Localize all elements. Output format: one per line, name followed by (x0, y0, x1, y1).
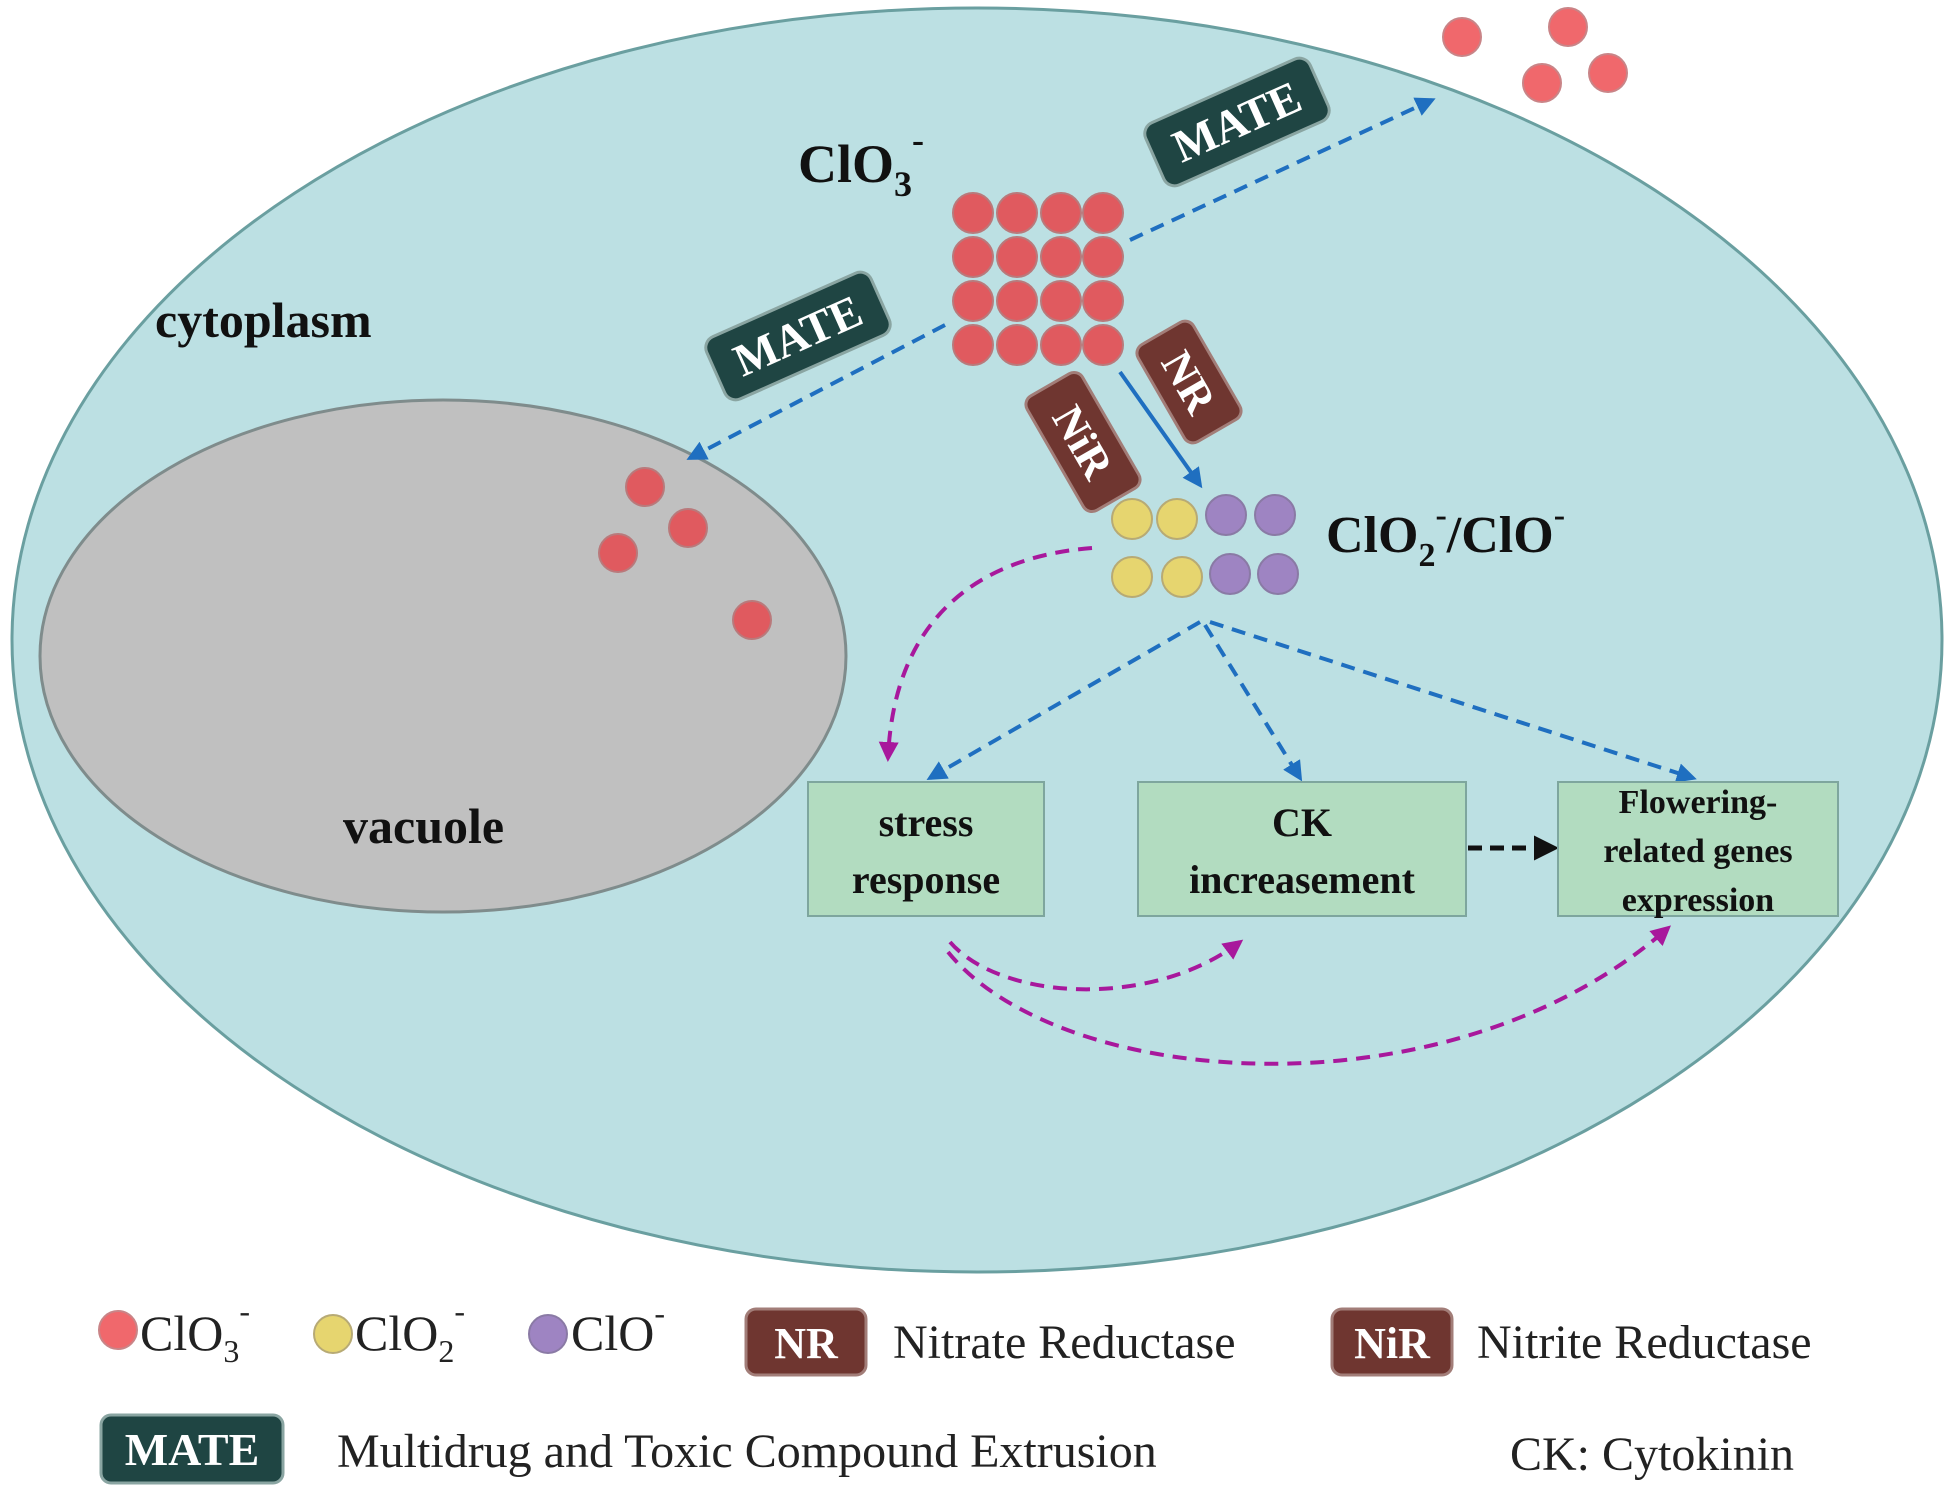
reduction-arrow (1118, 370, 1203, 489)
svg-text:Nitrate Reductase: Nitrate Reductase (893, 1316, 1236, 1369)
svg-text:Nitrite Reductase: Nitrite Reductase (1477, 1316, 1812, 1369)
legend-chlorite: ClO2- (313, 1293, 465, 1369)
legend-mate: MATE Multidrug and Toxic Compound Extrus… (99, 1413, 1157, 1485)
magenta-arrow-to-ck (948, 939, 1244, 992)
svg-text:MATE: MATE (125, 1424, 260, 1475)
svg-text:response: response (852, 857, 1000, 902)
legend-chlorate: ClO3- (98, 1293, 250, 1369)
legend-nr: NR Nitrate Reductase (744, 1307, 1236, 1377)
mate-vacuole-arrow (686, 323, 946, 460)
svg-text:ClO-: ClO- (571, 1295, 665, 1361)
vacuole-label: vacuole (343, 798, 504, 854)
cytoplasm-ellipse (10, 6, 1944, 1274)
svg-text:Multidrug and Toxic Compound E: Multidrug and Toxic Compound Extrusion (337, 1425, 1157, 1478)
stress-response-box: stress response (807, 781, 1045, 917)
svg-text:increasement: increasement (1189, 857, 1416, 902)
legend: ClO3- ClO2- ClO- NR Nitrate Reductase Ni… (98, 1293, 1812, 1485)
svg-text:CK: CK (1272, 800, 1332, 845)
svg-text:expression: expression (1622, 882, 1774, 919)
svg-text:stress: stress (879, 800, 974, 845)
legend-hypochlorite: ClO- (528, 1295, 665, 1361)
arrow-to-ck (1203, 623, 1303, 782)
svg-text:NR: NR (774, 1319, 839, 1368)
arrow-to-stress (926, 620, 1202, 781)
legend-ck: CK: Cytokinin (1510, 1428, 1794, 1481)
ck-increasement-box: CK increasement (1137, 781, 1467, 917)
svg-text:NiR: NiR (1354, 1319, 1431, 1368)
legend-nir: NiR Nitrite Reductase (1330, 1307, 1812, 1377)
products-label: ClO2-/ClO- (1326, 497, 1565, 574)
vacuole-ellipse (38, 398, 848, 914)
svg-text:related genes: related genes (1603, 833, 1792, 870)
svg-text:Flowering-: Flowering- (1619, 784, 1778, 821)
magenta-arrow-to-stress (878, 546, 1093, 762)
magenta-arrow-to-flowering (946, 925, 1672, 1066)
chlorate-grid (952, 192, 1124, 366)
chlorate-label: ClO3- (798, 120, 924, 204)
extruded-chlorate (1442, 7, 1628, 103)
vacuole-chlorate (598, 467, 772, 640)
arrow-to-flowering (1209, 620, 1697, 783)
svg-text:ClO2-: ClO2- (355, 1293, 465, 1369)
mate-efflux-arrow (1129, 97, 1436, 242)
cytoplasm-label: cytoplasm (155, 292, 372, 348)
svg-text:ClO3-: ClO3- (140, 1293, 250, 1369)
flowering-genes-box: Flowering- related genes expression (1557, 781, 1839, 919)
product-molecules (1111, 494, 1299, 598)
